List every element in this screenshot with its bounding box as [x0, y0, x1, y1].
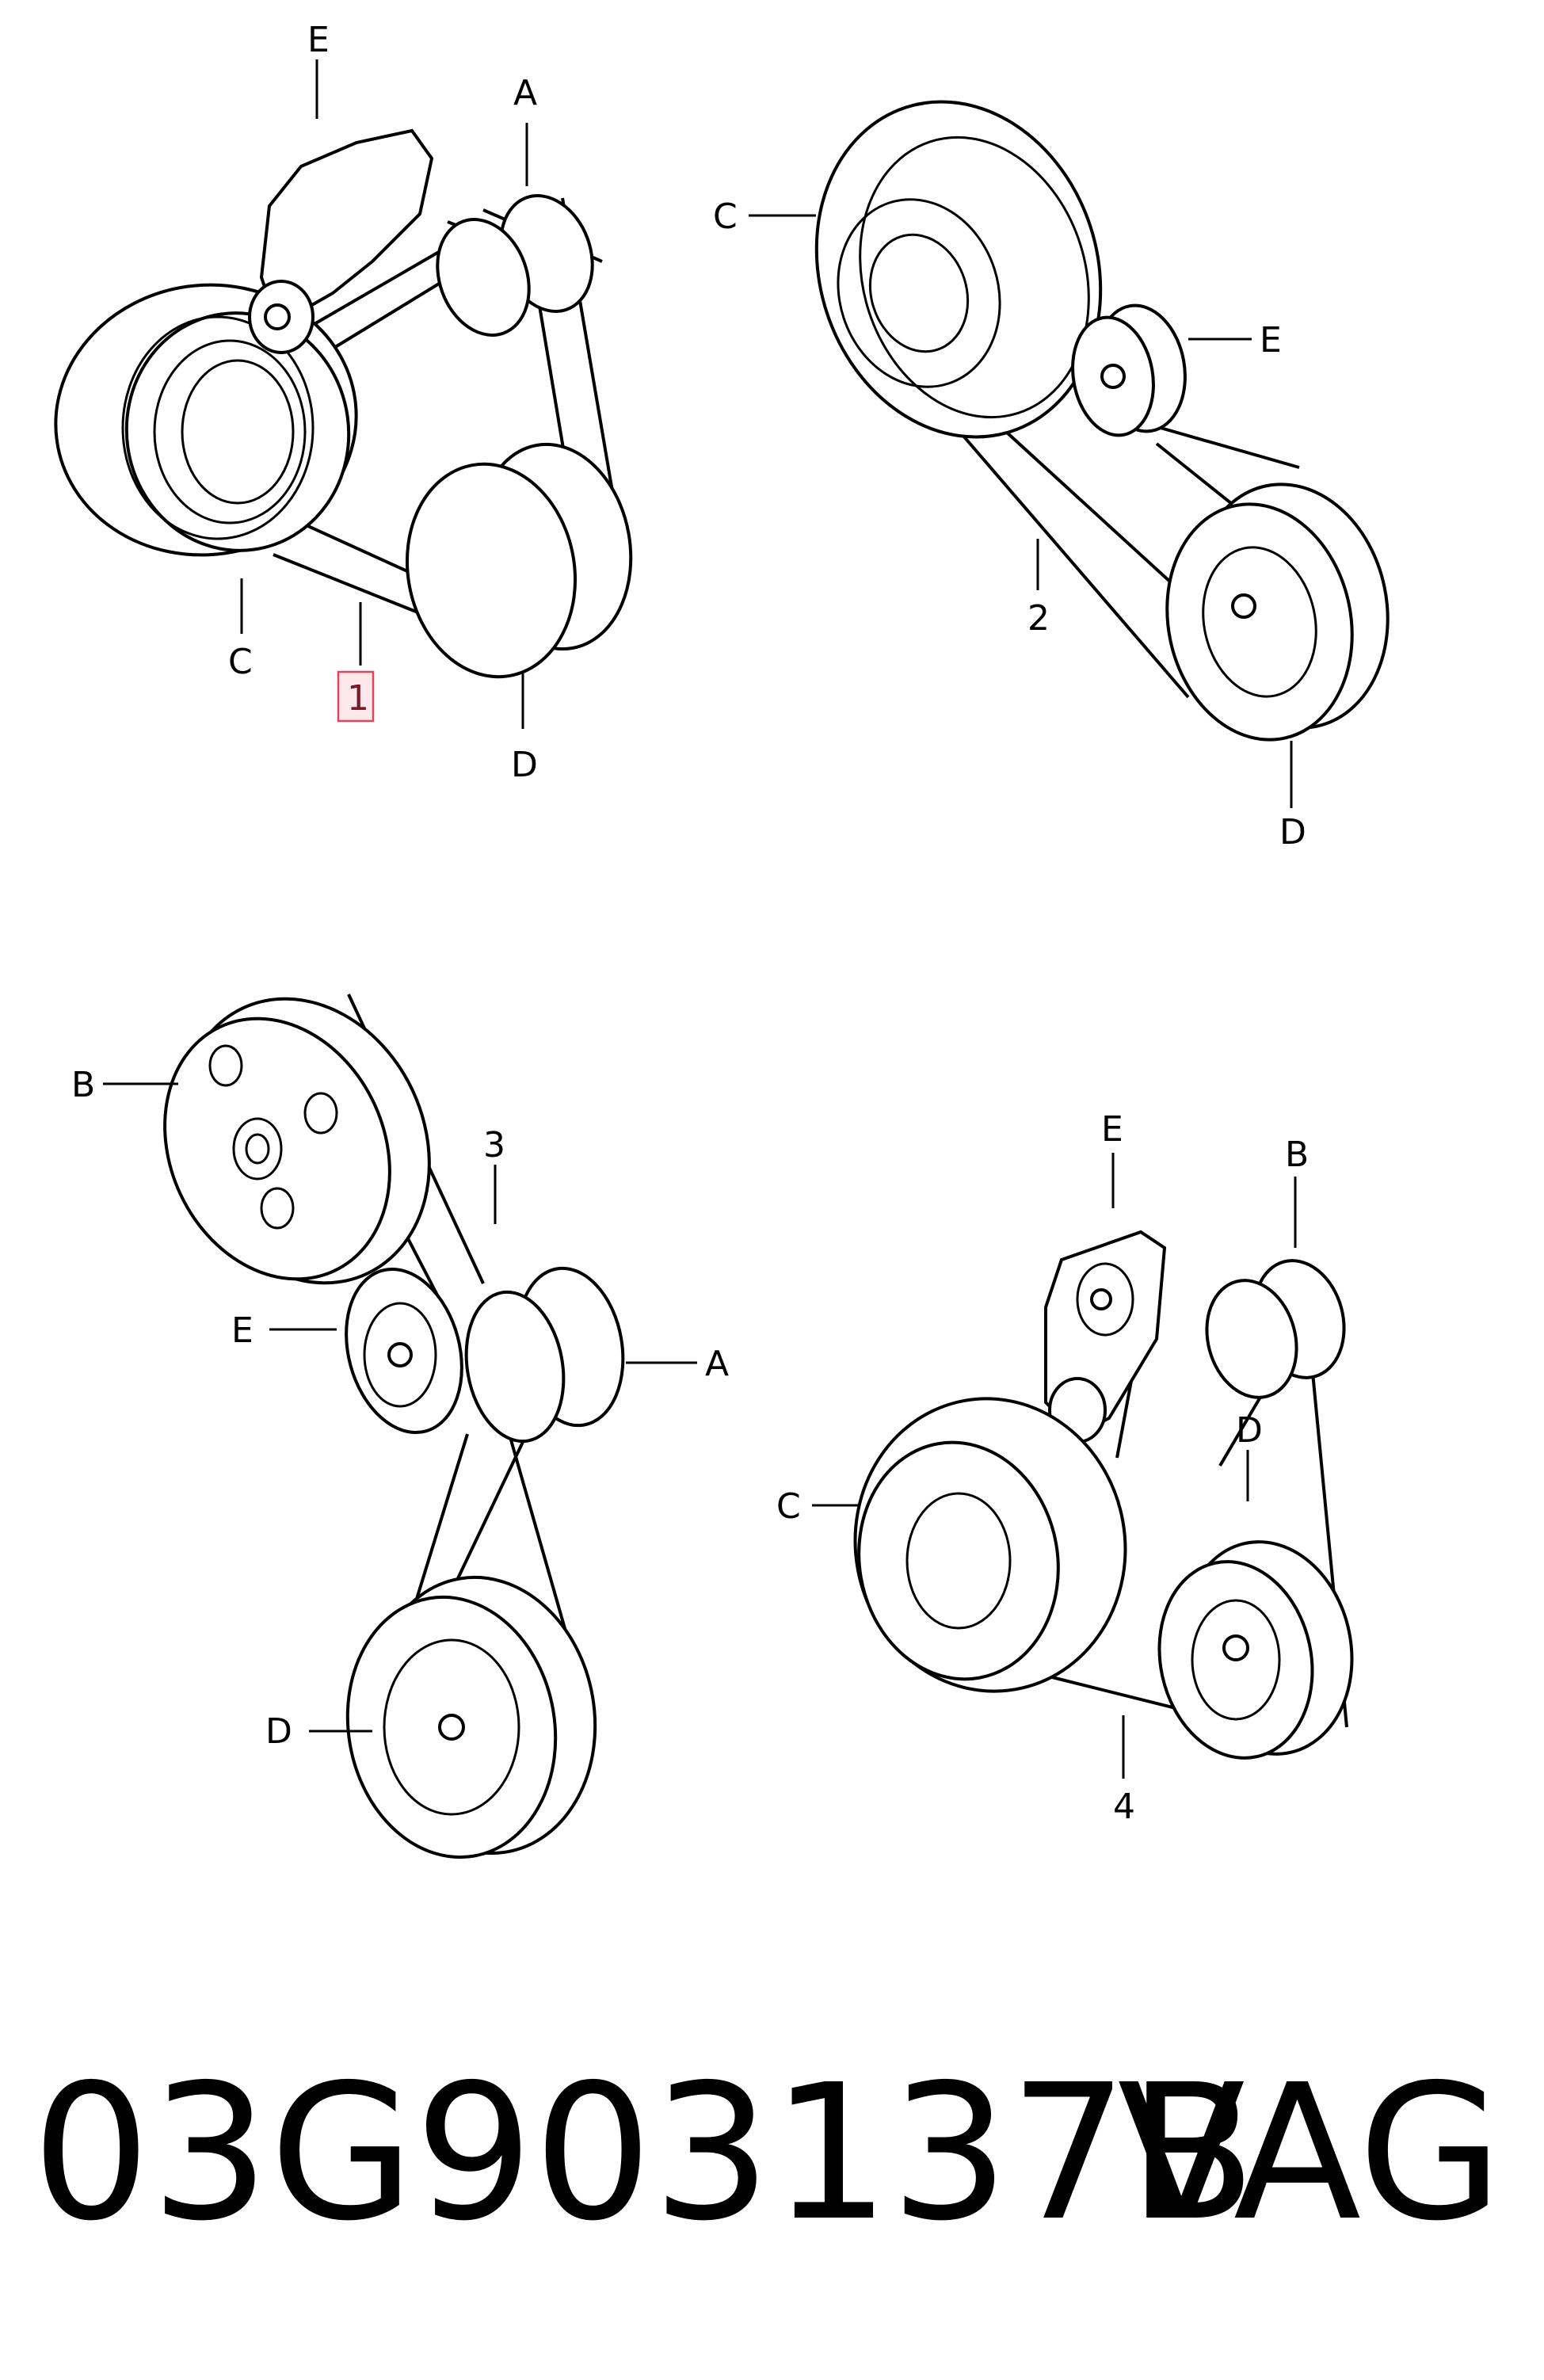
label-3: 3	[483, 1125, 505, 1165]
label-e: E	[231, 1310, 254, 1351]
label-e: E	[307, 20, 330, 60]
belt-4	[1029, 1243, 1348, 1737]
label-c: C	[713, 196, 738, 237]
panel-3: B 3 E A D	[71, 994, 729, 1859]
panel-1: E A C D 1	[54, 20, 633, 785]
label-e: E	[1260, 320, 1282, 360]
panel-4: E B D C 4	[776, 1109, 1354, 1827]
label-e: E	[1101, 1109, 1123, 1150]
tensioner-e	[259, 128, 434, 327]
label-d: D	[1279, 812, 1306, 852]
label-a: A	[513, 73, 537, 113]
label-b: B	[1285, 1135, 1309, 1175]
callout-1-label: 1	[347, 678, 369, 719]
label-4: 4	[1113, 1787, 1135, 1827]
belt-routing-diagram: E A C D 1 C E 2 D	[54, 20, 1390, 1859]
panel-2: C E 2 D	[713, 100, 1390, 852]
callout-1[interactable]	[337, 670, 375, 723]
label-d: D	[265, 1711, 292, 1752]
part-number: 03G903137B	[32, 2044, 1256, 2262]
belt-2	[941, 410, 1300, 699]
brand-name: VAG	[1117, 2044, 1503, 2262]
label-b: B	[71, 1065, 95, 1105]
label-d: D	[511, 745, 538, 785]
label-2: 2	[1027, 598, 1050, 639]
label-a: A	[705, 1344, 729, 1384]
label-c: C	[228, 642, 253, 682]
label-d: D	[1236, 1410, 1263, 1451]
label-c: C	[776, 1486, 801, 1527]
